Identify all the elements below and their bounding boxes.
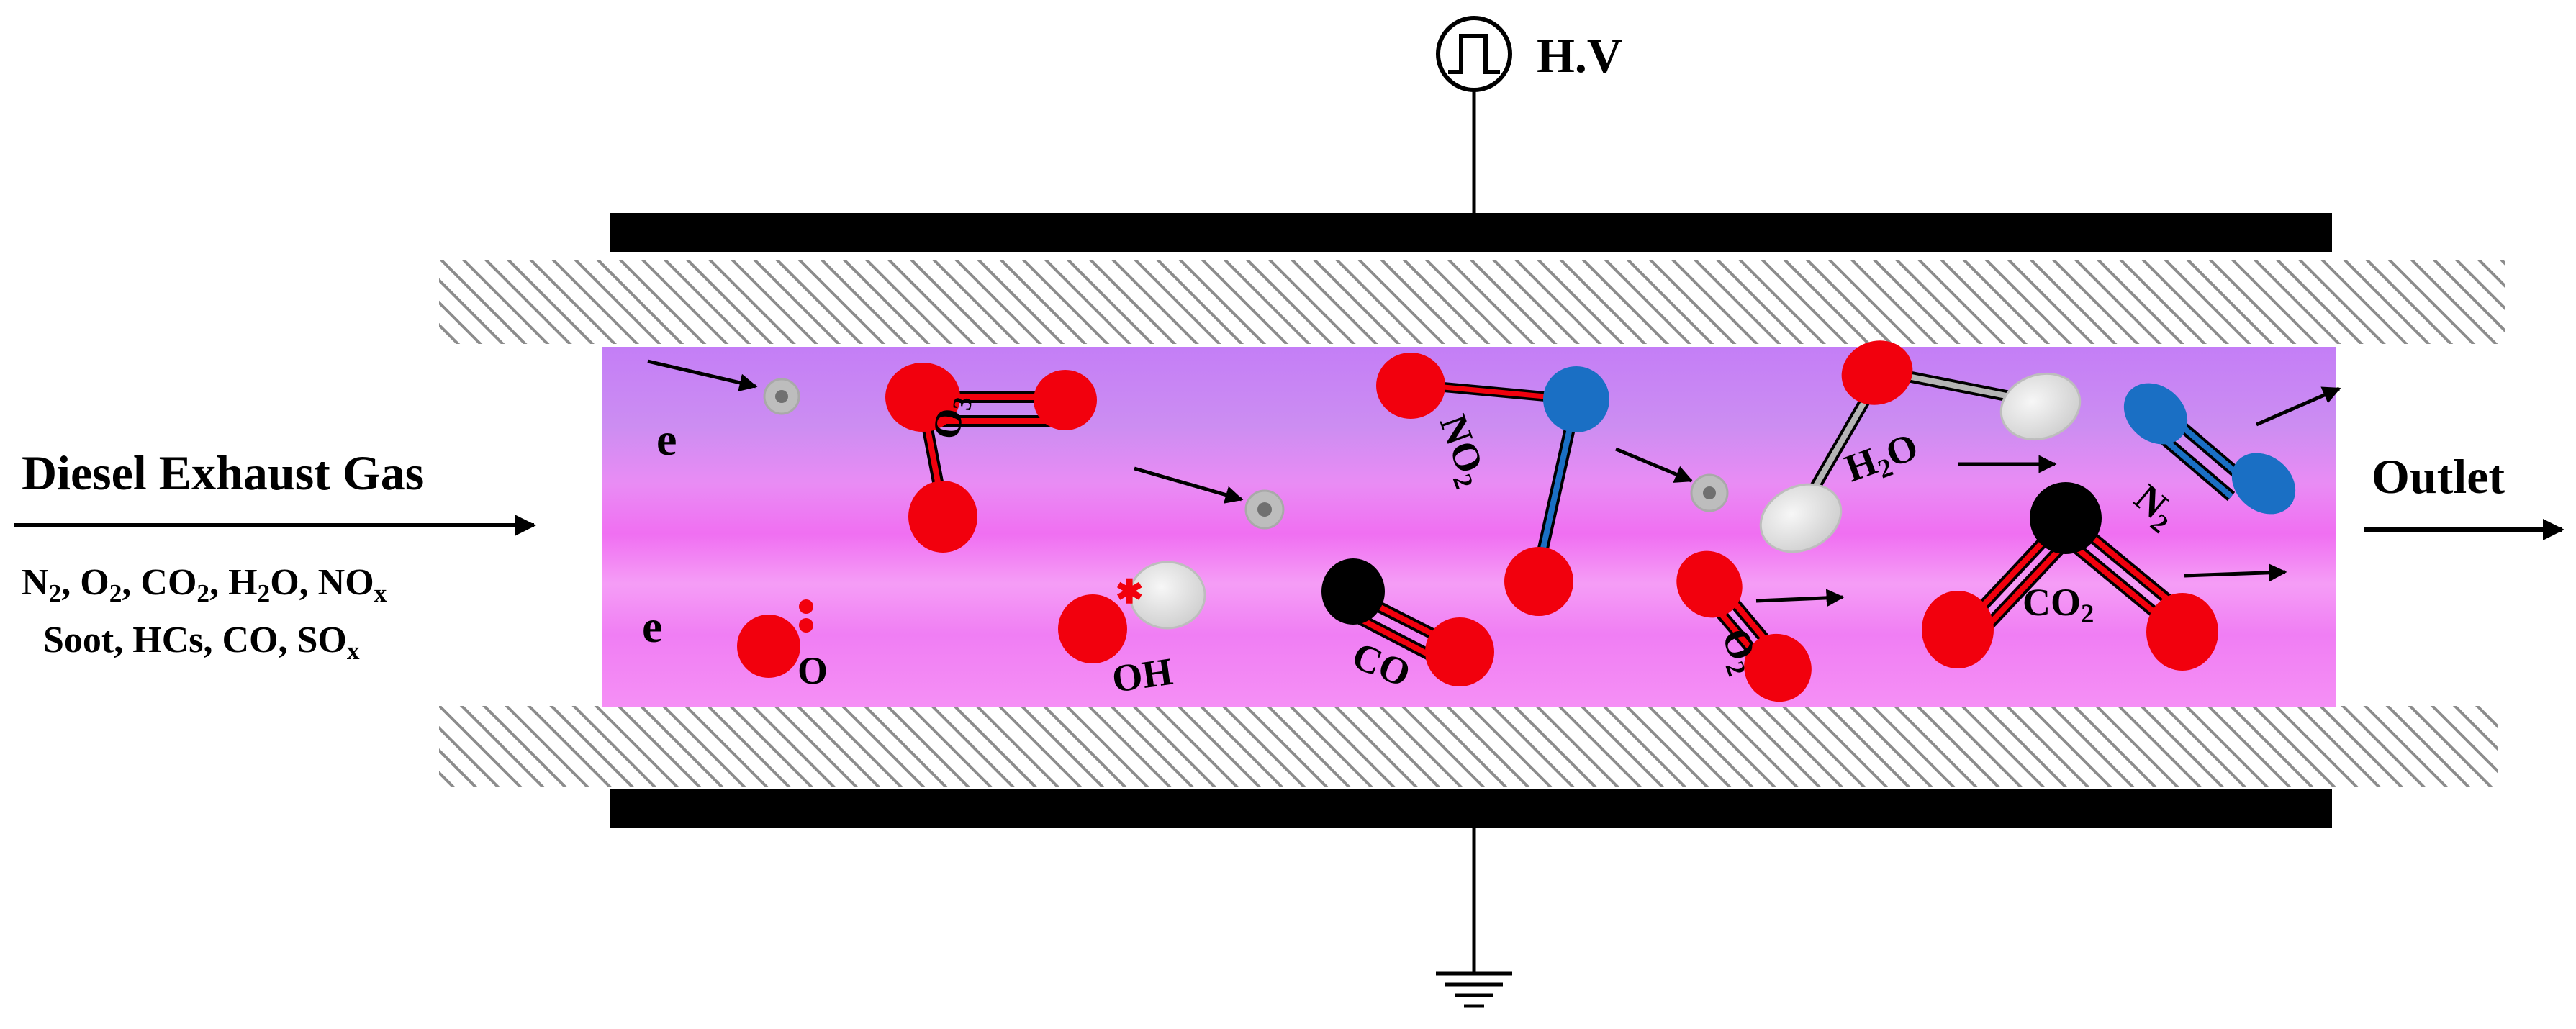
motion-arrow [1615, 447, 1694, 483]
ozone-label: O3 [924, 393, 977, 443]
bottom-electrode [610, 789, 2332, 828]
hydrogen-atom [1129, 561, 1206, 630]
motion-arrow [1755, 589, 1845, 607]
oxygen-atom [1504, 547, 1573, 616]
nitrogen-atom [1543, 366, 1609, 432]
carbon-atom [2030, 482, 2102, 554]
oxygen-atom [1922, 591, 1994, 668]
top-dielectric-barrier [439, 260, 2505, 344]
nitrogen-atom [2123, 383, 2188, 445]
pulse-source-icon [1436, 16, 1512, 92]
ground-symbol-icon [1436, 828, 1512, 1008]
carbon-monoxide-molecule: CO [1321, 558, 1494, 695]
oxygen-atom [1034, 370, 1097, 430]
oxygen-atom [1744, 633, 1812, 702]
motion-arrow [2256, 386, 2341, 427]
hydrogen-atom [1999, 372, 2082, 441]
hydrogen-atom [1759, 483, 1843, 553]
radical-dot [799, 618, 813, 633]
radical-dot [799, 599, 813, 614]
electron-label-top: e [656, 414, 677, 465]
oxygen-atom [908, 481, 977, 553]
nitrogen-atom [2231, 453, 2296, 514]
pulse-wave-icon [1448, 34, 1500, 74]
electron-particle [763, 378, 800, 415]
top-electrode [610, 213, 2332, 252]
co2-label: CO2 [2023, 581, 2094, 628]
electron-particle [1244, 489, 1285, 530]
outlet-label: Outlet [2372, 449, 2505, 504]
nitrogen-dioxide-molecule: NO2 [1376, 353, 1609, 616]
oxygen-atom [1841, 340, 1913, 405]
oxygen-atom [1425, 617, 1494, 686]
oxygen-atom [1376, 353, 1445, 419]
hv-label: H.V [1537, 28, 1622, 83]
oxygen-atom [1058, 594, 1127, 663]
inlet-species-line-1: N2, O2, CO2, H2O, NOx [22, 562, 387, 607]
motion-arrows [647, 359, 2341, 607]
electron-particle [1690, 473, 1729, 512]
oxygen-molecule: O2 [1676, 550, 1812, 702]
electron-particles [763, 378, 1729, 530]
oxygen-atom [1676, 550, 1743, 618]
oxygen-radical: O [737, 599, 828, 692]
inlet-label: Diesel Exhaust Gas [22, 445, 424, 500]
motion-arrow [1134, 466, 1244, 504]
oxygen-atom [2146, 593, 2218, 671]
hydroxyl-radical: ✱ OH [1058, 561, 1206, 701]
carbon-atom [1321, 558, 1385, 625]
motion-arrow [647, 359, 758, 392]
oxygen-atom [737, 615, 800, 678]
bottom-dielectric-barrier [439, 706, 2498, 787]
o-radical-label: O [797, 649, 828, 692]
inlet-species-line-2: Soot, HCs, CO, SOx [43, 620, 360, 665]
outlet-section: Outlet [2364, 449, 2564, 540]
oxygen-atom [885, 363, 960, 432]
ozone-molecule: O3 [885, 363, 1097, 553]
carbon-dioxide-molecule: CO2 [1922, 482, 2218, 671]
high-voltage-source: H.V [1436, 16, 1622, 213]
oh-label: OH [1109, 650, 1175, 701]
inlet-section: Diesel Exhaust Gas N2, O2, CO2, H2O, NOx… [14, 445, 536, 665]
radical-star-icon: ✱ [1116, 574, 1144, 610]
motion-arrow [2184, 563, 2287, 582]
electron-label-bottom: e [642, 601, 662, 652]
